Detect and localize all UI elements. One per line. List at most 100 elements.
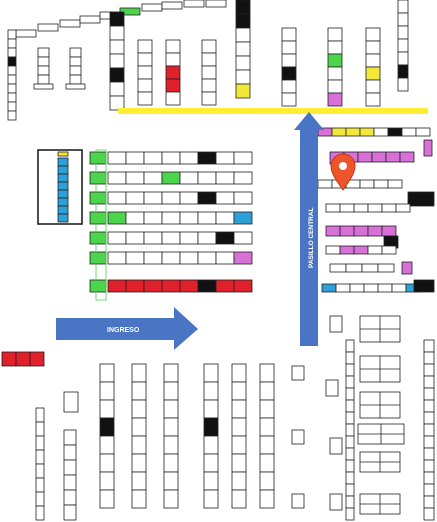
stand-kiosk-small[interactable] (291, 365, 305, 381)
stand-upper-column[interactable] (201, 52, 217, 67)
stand-lower-column[interactable] (163, 399, 179, 419)
stand-grid[interactable] (215, 231, 235, 245)
stand-far-right-column[interactable] (423, 387, 435, 401)
stand-upper-column[interactable] (201, 39, 217, 54)
stand-right-row[interactable] (317, 179, 333, 189)
stand-red-block[interactable] (1, 351, 17, 367)
stand-grid[interactable] (143, 279, 163, 293)
stand-upper-column[interactable] (201, 65, 217, 80)
stand-far-right-column[interactable] (423, 483, 435, 497)
stand-upper-column[interactable] (109, 39, 125, 55)
stand-lower-column[interactable] (203, 381, 219, 401)
stand-right-row[interactable] (345, 263, 363, 273)
stand-right-row[interactable] (359, 179, 375, 189)
stand-left-column[interactable] (7, 101, 17, 112)
stand-lower-column[interactable] (131, 363, 147, 383)
stand-upper-column[interactable] (281, 27, 297, 42)
stand-lower-column[interactable] (203, 453, 219, 473)
stand-right-row[interactable] (325, 203, 341, 213)
stand-left-column[interactable] (7, 65, 17, 76)
stand-upper-column[interactable] (165, 65, 181, 80)
stand-lower-column[interactable] (259, 435, 275, 455)
stand-lower-column[interactable] (99, 381, 115, 401)
stand-right-row[interactable] (335, 283, 351, 293)
stand-kiosk[interactable] (37, 74, 50, 85)
stand-lower-right-column[interactable] (345, 375, 355, 389)
stand-lower-column[interactable] (163, 471, 179, 491)
stand-lower-column[interactable] (63, 429, 77, 446)
stand-upper-column[interactable] (397, 25, 409, 40)
stand-lower-column[interactable] (131, 471, 147, 491)
stand-lower-column[interactable] (203, 417, 219, 437)
stand-upper-column[interactable] (201, 78, 217, 93)
stand-right-block[interactable] (357, 151, 373, 163)
legend-cell[interactable] (57, 157, 69, 167)
stand-right-black[interactable] (407, 191, 435, 207)
stand-kiosk-small[interactable] (325, 379, 339, 397)
stand-lower-right-column[interactable] (345, 471, 355, 485)
stand-grid[interactable] (143, 171, 163, 185)
stand-upper-column[interactable] (327, 27, 343, 42)
stand-grid[interactable] (107, 211, 127, 225)
stand-upper-column[interactable] (137, 91, 153, 106)
stand-upper-column[interactable] (109, 53, 125, 69)
stand-row-start[interactable] (89, 279, 107, 293)
stand-right-row[interactable] (353, 203, 369, 213)
stand-lower-column[interactable] (163, 435, 179, 455)
stand-red-block[interactable] (15, 351, 31, 367)
stand-lower-column[interactable] (259, 381, 275, 401)
stand-upper-column[interactable] (165, 78, 181, 93)
stand-grid[interactable] (161, 279, 181, 293)
stand-right-block[interactable] (385, 151, 401, 163)
stand-upper-column[interactable] (365, 53, 381, 68)
stand-right-row[interactable] (325, 245, 341, 255)
stand-right-row[interactable] (363, 283, 379, 293)
stand-lower-column[interactable] (231, 363, 247, 383)
stand-kiosk-small[interactable] (291, 493, 305, 509)
stand-grid[interactable] (215, 171, 235, 185)
stand-upper-column[interactable] (109, 81, 125, 97)
stand-upper-column[interactable] (137, 52, 153, 67)
stand-right-row[interactable] (367, 225, 383, 237)
stand-grid[interactable] (107, 251, 127, 265)
stand-upper-column[interactable] (365, 92, 381, 107)
stand-grid[interactable] (125, 279, 145, 293)
stand-upper-column[interactable] (235, 41, 251, 57)
stand-upper-column[interactable] (165, 39, 181, 54)
stand-top-row[interactable] (183, 0, 205, 8)
stand-lower-right-column[interactable] (345, 411, 355, 425)
stand-right-top[interactable] (373, 127, 389, 137)
stand-grid[interactable] (161, 151, 181, 165)
stand-lower-column[interactable] (231, 381, 247, 401)
stand-grid[interactable] (215, 279, 235, 293)
stand-row-start[interactable] (89, 231, 107, 245)
stand-far-right-column[interactable] (423, 375, 435, 389)
stand-right-row[interactable] (339, 225, 355, 237)
stand-grid[interactable] (161, 211, 181, 225)
stand-lower-column[interactable] (231, 435, 247, 455)
stand-upper-column[interactable] (137, 78, 153, 93)
stand-upper-column[interactable] (235, 55, 251, 71)
stand-grid[interactable] (215, 211, 235, 225)
stand-grid[interactable] (143, 191, 163, 205)
stand-row-start[interactable] (89, 151, 107, 165)
stand-grid[interactable] (197, 191, 217, 205)
stand-right-row[interactable] (373, 179, 389, 189)
stand-right-top[interactable] (359, 127, 375, 137)
stand-far-right-column[interactable] (423, 339, 435, 353)
stand-grid[interactable] (233, 279, 253, 293)
stand-lower-column[interactable] (231, 453, 247, 473)
stand-grid[interactable] (179, 251, 199, 265)
stand-grid[interactable] (179, 191, 199, 205)
stand-grid[interactable] (233, 171, 253, 185)
stand-right-row[interactable] (377, 283, 393, 293)
stand-kiosk-small[interactable] (329, 437, 343, 455)
stand-far-right-column[interactable] (423, 435, 435, 449)
stand-lower-column[interactable] (131, 435, 147, 455)
stand-top-row[interactable] (59, 19, 81, 28)
stand-kiosk[interactable] (69, 65, 82, 76)
stand-lower-column[interactable] (63, 474, 77, 491)
stand-lower-column[interactable] (163, 489, 179, 509)
stand-left-column[interactable] (7, 110, 17, 121)
stand-grid[interactable] (125, 191, 145, 205)
